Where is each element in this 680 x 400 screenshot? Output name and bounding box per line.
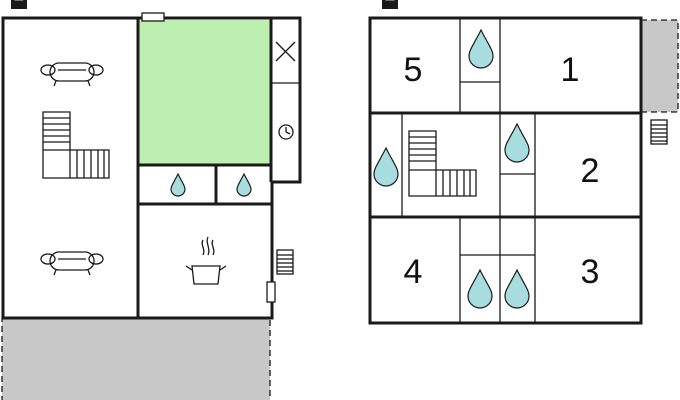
closet-cross-icon [275, 41, 296, 62]
radiator-icon [650, 119, 668, 145]
room-label-2: 2 [581, 152, 600, 190]
radiator-icon [276, 249, 294, 275]
water-drop-icon [468, 28, 494, 69]
terrace-area [1, 317, 271, 400]
north-arrow-icon [382, 0, 398, 9]
stairs-icon [42, 111, 110, 179]
room-label-4: 4 [404, 253, 423, 291]
balcony-area [640, 19, 679, 113]
cooking-pot-icon [185, 236, 227, 285]
water-drop-icon [373, 146, 399, 187]
upper-floor-plan: 5 1 2 3 4 [368, 0, 679, 325]
room-label-3: 3 [581, 253, 600, 291]
room-label-1: 1 [561, 51, 580, 89]
north-arrow-icon [11, 0, 27, 9]
room-label-5: 5 [404, 51, 423, 89]
stairs-icon [408, 130, 477, 197]
upper-outer-wall [368, 16, 643, 325]
window-right [266, 281, 276, 303]
sofa-icon [40, 251, 104, 276]
clock-icon [278, 124, 294, 140]
window-top [141, 12, 165, 22]
water-drop-icon [504, 268, 530, 309]
ground-floor-plan [1, 0, 302, 400]
water-drop-icon [170, 172, 186, 197]
garden-area [138, 20, 271, 164]
water-drop-icon [467, 268, 493, 309]
sofa-icon [40, 62, 104, 87]
water-drop-icon [504, 122, 530, 163]
water-drop-icon [236, 172, 252, 197]
